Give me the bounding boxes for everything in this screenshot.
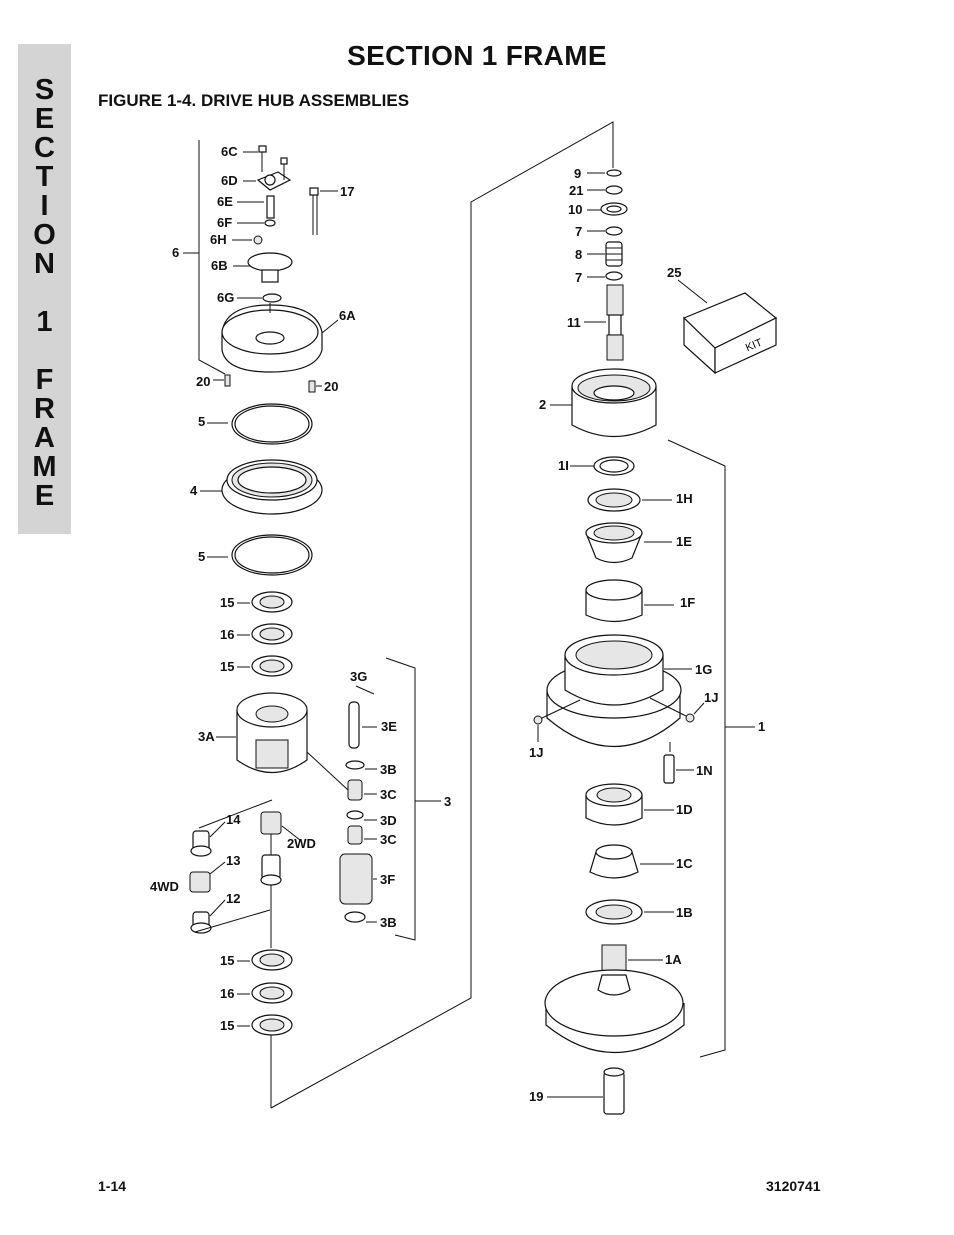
side-letter: 1 — [36, 306, 53, 338]
left-assembly-drawing: 3G — [183, 121, 614, 1109]
callout-17: 17 — [340, 184, 354, 199]
side-letter: M — [32, 451, 57, 483]
callout-13: 13 — [226, 853, 240, 868]
callout-7-lower: 7 — [575, 270, 582, 285]
callout-20-left: 20 — [196, 374, 210, 389]
callout-14: 14 — [226, 812, 241, 827]
callout-2: 2 — [539, 397, 546, 412]
callout-6D: 6D — [221, 173, 238, 188]
right-assembly-drawing: KIT — [533, 169, 778, 1115]
callout-6: 6 — [172, 245, 179, 260]
callout-6G: 6G — [217, 290, 234, 305]
callout-16-a: 16 — [220, 627, 234, 642]
callout-25: 25 — [667, 265, 681, 280]
figure-title: FIGURE 1-4. DRIVE HUB ASSEMBLIES — [98, 91, 410, 110]
callout-labels: 6C 6D 17 6E 6F 6H 6 6B 6G 6A 20 20 5 4 5… — [150, 144, 765, 1104]
callout-1N: 1N — [696, 763, 713, 778]
callout-3C-upper: 3C — [380, 787, 397, 802]
section-side-tab: S E C T I O N 1 F R A M E — [18, 44, 71, 534]
callout-7-upper: 7 — [575, 224, 582, 239]
callout-21: 21 — [569, 183, 583, 198]
side-letter: E — [34, 480, 55, 512]
callout-1D: 1D — [676, 802, 693, 817]
side-letter: C — [34, 132, 55, 164]
callout-15-c: 15 — [220, 953, 234, 968]
side-letter: S — [34, 74, 55, 106]
callout-3F: 3F — [380, 872, 395, 887]
callout-1E: 1E — [676, 534, 692, 549]
side-letter: N — [34, 248, 55, 280]
page-number: 1-14 — [98, 1178, 127, 1194]
callout-5-lower: 5 — [198, 549, 205, 564]
callout-15-d: 15 — [220, 1018, 234, 1033]
page-title: SECTION 1 FRAME — [347, 40, 607, 71]
callout-1H: 1H — [676, 491, 693, 506]
callout-15-a: 15 — [220, 595, 234, 610]
document-number: 3120741 — [766, 1178, 821, 1194]
callout-3C-lower: 3C — [380, 832, 397, 847]
callout-6B: 6B — [211, 258, 228, 273]
callout-1F: 1F — [680, 595, 695, 610]
callout-15-b: 15 — [220, 659, 234, 674]
callout-1C: 1C — [676, 856, 693, 871]
callout-12: 12 — [226, 891, 240, 906]
callout-6F: 6F — [217, 215, 232, 230]
callout-3D: 3D — [380, 813, 397, 828]
side-letter: I — [40, 190, 49, 222]
callout-6H: 6H — [210, 232, 227, 247]
callout-1I: 1I — [558, 458, 569, 473]
callout-3G: 3G — [350, 669, 367, 684]
callout-10: 10 — [568, 202, 582, 217]
callout-6C: 6C — [221, 144, 238, 159]
callout-6E: 6E — [217, 194, 233, 209]
callout-3E: 3E — [381, 719, 397, 734]
callout-19: 19 — [529, 1089, 543, 1104]
callout-4: 4 — [190, 483, 198, 498]
side-tab-letters: S E C T I O N 1 F R A M E — [18, 76, 71, 511]
side-letter: E — [34, 103, 55, 135]
callout-3B-lower: 3B — [380, 915, 397, 930]
side-letter: F — [35, 364, 54, 396]
callout-11: 11 — [567, 315, 581, 330]
callout-1J-right: 1J — [704, 690, 718, 705]
callout-3B-upper: 3B — [380, 762, 397, 777]
callout-1G: 1G — [695, 662, 712, 677]
side-letter: R — [34, 393, 55, 425]
callout-3A: 3A — [198, 729, 215, 744]
callout-4WD: 4WD — [150, 879, 179, 894]
callout-1B: 1B — [676, 905, 693, 920]
callout-3: 3 — [444, 794, 451, 809]
callout-6A: 6A — [339, 308, 356, 323]
callout-9: 9 — [574, 166, 581, 181]
callout-5-upper: 5 — [198, 414, 205, 429]
callout-16-b: 16 — [220, 986, 234, 1001]
callout-1A: 1A — [665, 952, 682, 967]
side-letter: O — [33, 219, 56, 251]
callout-20-right: 20 — [324, 379, 338, 394]
callout-1J-left: 1J — [529, 745, 543, 760]
side-letter: T — [35, 161, 54, 193]
callout-2WD: 2WD — [287, 836, 316, 851]
callout-8: 8 — [575, 247, 582, 262]
callout-1: 1 — [758, 719, 765, 734]
side-letter: A — [34, 422, 55, 454]
